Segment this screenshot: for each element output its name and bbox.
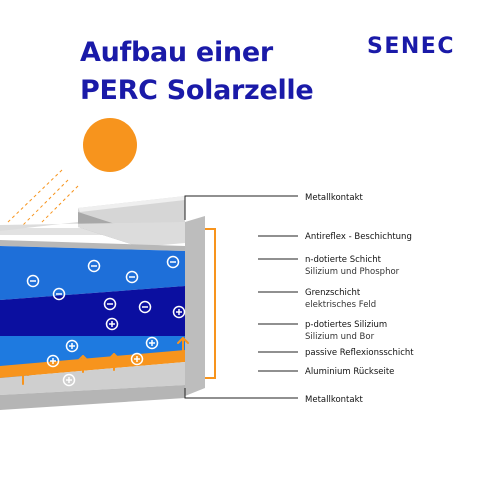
label-title: Grenzschicht	[305, 288, 361, 298]
label-title: n-dotierte Schicht	[305, 255, 381, 265]
label-subtitle: elektrisches Feld	[305, 300, 377, 310]
cell-right-edge	[185, 216, 205, 396]
label-antireflex: Antireflex - Beschichtung	[305, 231, 412, 243]
holes	[46, 305, 186, 387]
leader-lines	[184, 195, 298, 399]
top-metal-bar-highlight	[78, 196, 185, 212]
label-grenzschicht: Grenzschicht elektrisches Feld	[305, 287, 376, 311]
label-title: Aluminium Rückseite	[305, 367, 395, 377]
label-title: Antireflex - Beschichtung	[305, 232, 412, 242]
bottom-metal-contact	[0, 385, 185, 410]
label-passive: passive Reflexionsschicht	[305, 347, 414, 359]
label-n-dotiert: n-dotierte Schicht Silizium und Phosphor	[305, 254, 399, 278]
antireflex-layer	[0, 240, 185, 251]
label-subtitle: Silizium und Phosphor	[305, 267, 400, 277]
cell-top-plane	[0, 222, 185, 247]
label-p-dotiert: p-dotiertes Silizium Silizium und Bor	[305, 319, 387, 343]
title-line-2: PERC Solarzelle	[80, 75, 314, 106]
label-title: Metallkontakt	[305, 395, 363, 405]
page-title: Aufbau einer PERC Solarzelle	[80, 34, 314, 110]
label-subtitle: Silizium und Bor	[305, 332, 375, 342]
senec-logo: SENEC	[367, 34, 455, 59]
label-title: passive Reflexionsschicht	[305, 348, 414, 358]
aluminium-back	[0, 362, 185, 395]
label-title: p-dotiertes Silizium	[305, 320, 388, 330]
layers-bracket	[205, 228, 216, 379]
n-doped-layer	[0, 246, 185, 300]
title-line-1: Aufbau einer	[80, 37, 273, 68]
label-metallkontakt-top: Metallkontakt	[305, 192, 363, 204]
sun-icon	[83, 118, 137, 172]
label-metallkontakt-bottom: Metallkontakt	[305, 394, 363, 406]
sunlight-rays	[7, 169, 79, 229]
reflection-arrows	[17, 337, 189, 385]
label-aluminium: Aluminium Rückseite	[305, 366, 394, 378]
electrons	[26, 255, 180, 314]
reflection-layer	[0, 350, 185, 378]
label-title: Metallkontakt	[305, 193, 363, 203]
junction-layer	[0, 286, 185, 336]
